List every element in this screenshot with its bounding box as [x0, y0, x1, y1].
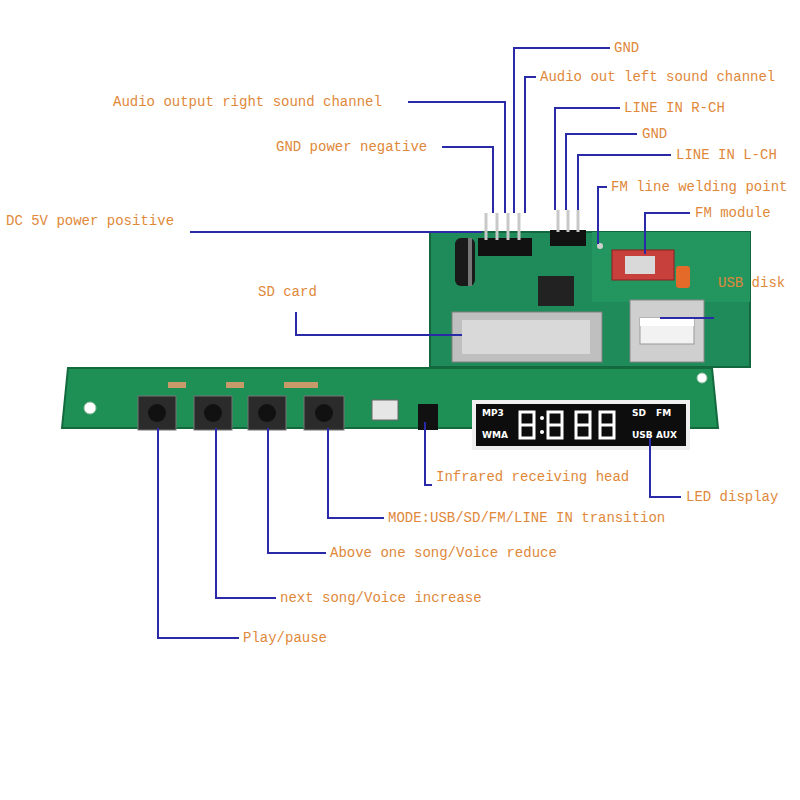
callout-label: USB disk [718, 274, 785, 292]
callout-label: FM module [695, 204, 771, 222]
display-indicator: AUX [656, 430, 677, 441]
callout-label: LINE IN R-CH [624, 99, 725, 117]
display-indicator: MP3 [482, 408, 504, 419]
callout-label: Audio out left sound channel [540, 68, 775, 86]
callout-label: LINE IN L-CH [676, 146, 777, 164]
callout-label: Above one song/Voice reduce [330, 544, 557, 562]
callout-label: GND [642, 125, 667, 143]
display-indicator: FM [656, 408, 671, 419]
display-indicator: WMA [482, 430, 508, 441]
display-indicator: SD [632, 408, 646, 419]
callout-label: SD card [258, 283, 317, 301]
callout-label: next song/Voice increase [280, 589, 482, 607]
callout-label: LED display [686, 488, 778, 506]
callout-label: Play/pause [243, 629, 327, 647]
callout-label: GND power negative [276, 138, 427, 156]
callout-label: Infrared receiving head [436, 468, 629, 486]
callout-label: FM line welding point [611, 178, 787, 196]
callout-label: GND [614, 39, 639, 57]
callout-label: DC 5V power positive [6, 212, 174, 230]
callout-label: MODE:USB/SD/FM/LINE IN transition [388, 509, 665, 527]
callout-label: Audio output right sound channel [113, 93, 382, 111]
display-indicator: USB [632, 430, 653, 441]
